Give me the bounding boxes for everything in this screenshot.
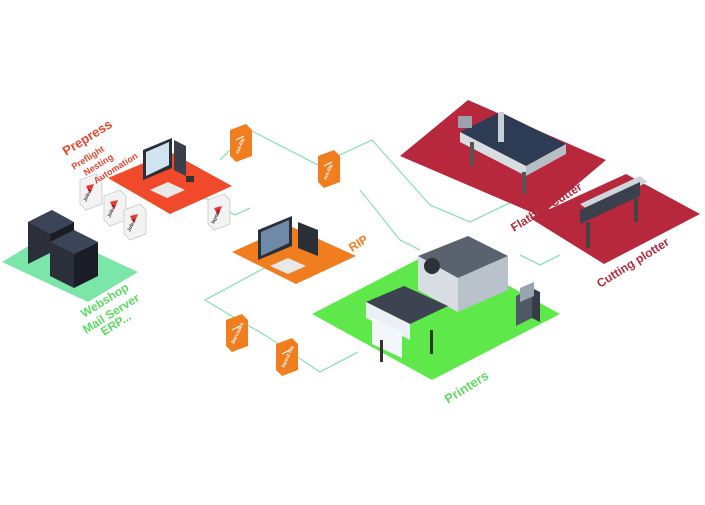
plotter-platform xyxy=(530,174,700,264)
connector-rip-center xyxy=(359,189,421,251)
rip-workstation-icon xyxy=(258,216,318,274)
server-icon xyxy=(28,210,98,288)
printers-platform xyxy=(312,236,560,380)
job-file-icon-1 xyxy=(79,173,103,211)
terminal-icon xyxy=(516,282,540,326)
job3-caption: Job-3 xyxy=(126,218,137,233)
layout-file-icon xyxy=(207,193,231,231)
printers-label: Printers xyxy=(442,368,492,407)
layout-caption: layout xyxy=(210,209,222,225)
job1-caption: Job-1 xyxy=(82,188,93,203)
server-platform xyxy=(2,210,138,302)
layout-file-file-icon xyxy=(276,338,298,376)
job-file-icon-3 xyxy=(123,203,147,241)
flatbed-platform xyxy=(400,100,606,216)
barcodes-file-icon xyxy=(226,314,248,352)
rip-platform xyxy=(232,216,356,284)
cut-file-icon-2 xyxy=(318,150,340,188)
job2-caption: Job-2 xyxy=(106,204,117,219)
cutting-plotter-icon xyxy=(580,176,648,248)
job-file-icon-2 xyxy=(103,189,127,227)
workstation-icon xyxy=(143,138,194,198)
rip-label: RIP xyxy=(346,232,370,254)
connector-rip-printers xyxy=(203,264,359,373)
printer-small-icon xyxy=(366,286,448,362)
file-icons xyxy=(79,124,340,376)
connector-plotter-printers xyxy=(519,254,561,266)
cut-file-icon-1 xyxy=(230,124,252,162)
prepress-platform xyxy=(108,138,232,214)
printer-large-icon xyxy=(418,236,508,312)
flatbed-cutter-icon xyxy=(458,112,566,194)
